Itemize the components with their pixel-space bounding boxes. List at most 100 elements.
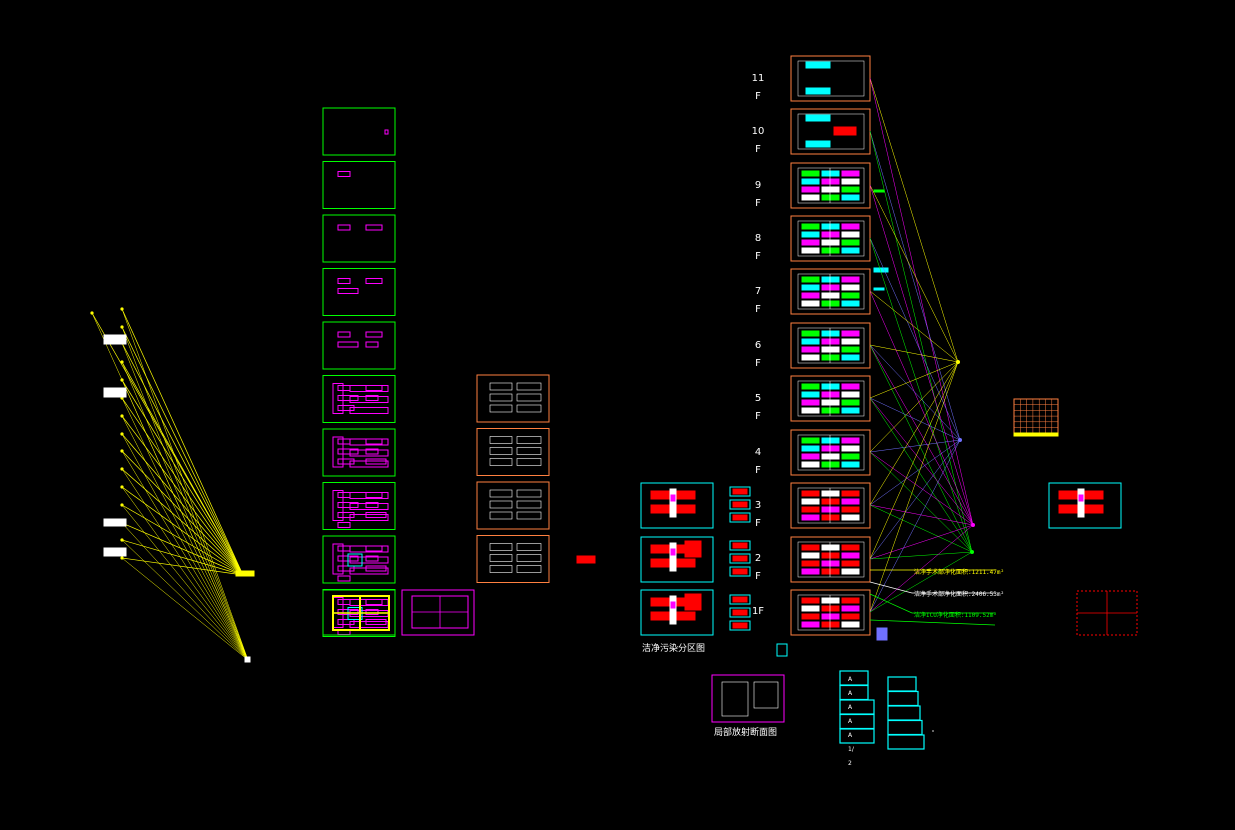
zone-dirty: [650, 544, 670, 554]
floor-suffix: F: [755, 198, 761, 209]
misc-details: [711, 398, 1138, 750]
floor-hatch: [801, 437, 820, 444]
leader-node: [120, 467, 124, 471]
room-outline: [365, 545, 383, 552]
leader-line: [869, 593, 913, 614]
annotation-area-2: 洁净手术部净化面积:2406.53m²: [914, 591, 1005, 598]
leader-line: [121, 342, 249, 661]
room-outline: [337, 385, 351, 391]
zone-dirty: [684, 593, 702, 611]
floor-hatch: [821, 506, 840, 513]
floor-hatch: [841, 346, 860, 353]
leader-node: [120, 556, 124, 560]
room-outline: [516, 489, 542, 498]
floor-hatch: [841, 445, 860, 452]
floor-frame: [790, 536, 871, 583]
floor-hatch: [841, 194, 860, 201]
orange-plan-frames: [476, 374, 550, 583]
plan-frame: [322, 375, 396, 423]
floor-hatch: [805, 61, 831, 69]
plan-frame: [322, 214, 396, 263]
leader-line: [869, 619, 996, 626]
floor-number: 7: [754, 286, 762, 297]
room-outline: [489, 489, 513, 498]
annotation-area-3: 洁净ICU净化面积:1109.52m²: [914, 612, 997, 619]
floor-hatch: [821, 300, 840, 307]
plan-frame: [322, 589, 396, 636]
floor-number: 3: [754, 500, 762, 511]
leader-line: [869, 397, 974, 526]
room-outline: [489, 565, 513, 573]
zone-clean: [670, 548, 676, 556]
floor-plan-outline: [797, 113, 865, 150]
floor-frame: [790, 482, 871, 529]
floor-hatch: [801, 247, 820, 254]
leader-line: [869, 581, 913, 594]
zone-mini: [729, 512, 751, 523]
floor-suffix: F: [755, 518, 761, 529]
leader-line: [121, 308, 249, 661]
floor-hatch: [821, 186, 840, 193]
leader-line: [869, 237, 961, 441]
zone-dirty: [650, 597, 670, 607]
zone-corridor: [669, 488, 677, 518]
room-outline: [516, 447, 542, 455]
floor-hatch: [801, 560, 820, 567]
plan-frame: [476, 374, 550, 423]
plan-frame: [476, 481, 550, 530]
room-outline: [349, 545, 389, 553]
leader-line: [121, 379, 249, 661]
room-outline: [516, 500, 542, 509]
room-outline: [516, 382, 542, 391]
floor-number: 11: [751, 73, 765, 84]
green-plan-frames: [322, 107, 475, 637]
leader-node: [120, 378, 124, 382]
floor-hatch: [821, 346, 840, 353]
zone-mini: [729, 486, 751, 497]
leader-node: [971, 523, 975, 527]
floor-hatch: [801, 223, 820, 230]
floor-hatch: [821, 568, 840, 575]
column-mark: A: [848, 704, 853, 711]
floor-hatch: [821, 170, 840, 177]
room-outline: [337, 522, 351, 528]
floor-hatch: [821, 437, 840, 444]
floor-number: 2: [754, 553, 762, 564]
leader-node: [120, 360, 124, 364]
floor-suffix: F: [755, 465, 761, 476]
zone-dirty: [650, 504, 670, 514]
floor-suffix: F: [755, 571, 761, 582]
room-outline: [365, 609, 379, 615]
room-outline: [516, 458, 542, 466]
floor-hatch: [801, 170, 820, 177]
zone-corridor: [669, 595, 677, 625]
zone-mini-fill: [732, 501, 748, 508]
floor-suffix: F: [755, 91, 761, 102]
zone-dirty: [676, 504, 696, 514]
floor-hatch: [801, 605, 820, 612]
floor-hatch: [821, 292, 840, 299]
floor-hatch: [801, 178, 820, 185]
zone-mini: [729, 499, 751, 510]
floor-hatch: [821, 194, 840, 201]
zone-mini: [729, 594, 751, 605]
zone-marker: [576, 555, 596, 564]
floor-number: 5: [754, 393, 762, 404]
leader-line: [869, 361, 959, 560]
room-outline: [337, 599, 351, 605]
leader-line: [869, 397, 961, 441]
floor-hatch: [841, 621, 860, 628]
plan-frame: [322, 321, 396, 370]
note-box: [103, 387, 127, 398]
floor-hatch: [821, 338, 840, 345]
leader-line: [121, 557, 244, 576]
room-outline: [332, 543, 344, 575]
floor-suffix: F: [755, 144, 761, 155]
leader-node: [120, 307, 124, 311]
leader-node: [120, 485, 124, 489]
room-outline: [337, 395, 359, 401]
room-outline: [349, 514, 389, 521]
